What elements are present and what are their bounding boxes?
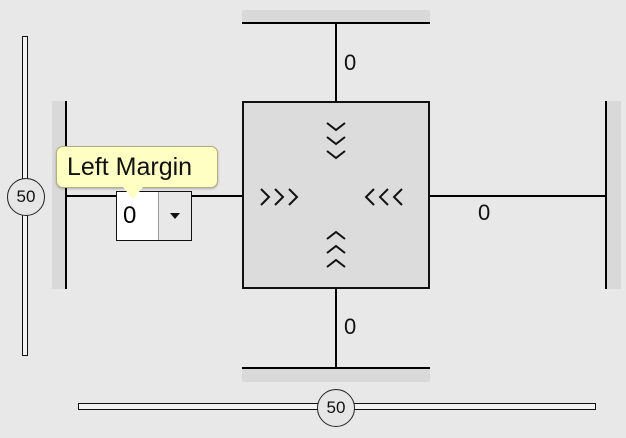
tooltip-tail (122, 186, 144, 199)
bottom-connector-line (335, 289, 337, 367)
top-edge-shade (242, 10, 430, 24)
left-margin-field[interactable]: 0 (116, 191, 192, 241)
left-edge-line (65, 101, 67, 289)
top-edge-line (242, 22, 430, 24)
bottom-edge-shade (242, 368, 430, 382)
triangle-down-icon (170, 213, 180, 219)
right-edge-line (605, 101, 607, 289)
left-connector-line-b (192, 195, 242, 197)
element-box (242, 101, 430, 289)
right-margin-value[interactable]: 0 (478, 200, 491, 225)
left-margin-input[interactable]: 0 (117, 192, 158, 240)
chevrons-right-icon (258, 183, 304, 211)
vertical-slider-value: 50 (16, 187, 36, 206)
right-connector-line (430, 195, 605, 197)
right-edge-shade (607, 101, 621, 289)
tooltip: Left Margin (56, 146, 218, 188)
bottom-margin-value[interactable]: 0 (344, 314, 357, 339)
chevrons-up-icon (318, 228, 354, 272)
tooltip-text: Left Margin (67, 153, 193, 181)
left-margin-dropdown-button[interactable] (158, 192, 191, 240)
top-margin-value[interactable]: 0 (344, 50, 357, 75)
horizontal-slider-value: 50 (326, 398, 346, 417)
left-edge-shade (52, 101, 66, 289)
chevrons-down-icon (318, 120, 354, 164)
top-connector-line (335, 24, 337, 101)
vertical-slider-knob[interactable]: 50 (7, 178, 45, 216)
left-connector-line-a (67, 195, 116, 197)
chevrons-left-icon (360, 183, 408, 211)
bottom-edge-line (242, 367, 430, 369)
horizontal-slider-knob[interactable]: 50 (317, 389, 355, 427)
